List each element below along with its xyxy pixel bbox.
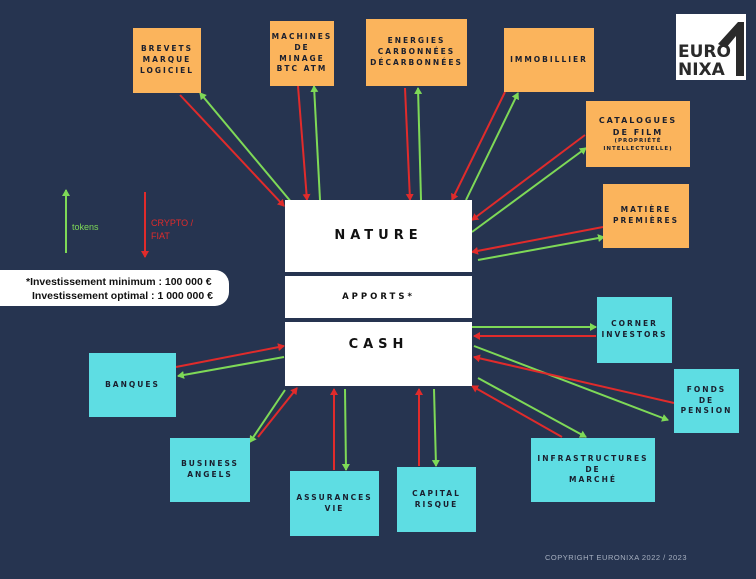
cash-box: CASH — [285, 322, 472, 386]
arrow-banques-red — [175, 343, 285, 368]
machines-label: MACHINES DE MINAGE BTC ATM — [271, 31, 333, 74]
arrow-catalogues-red — [471, 134, 586, 221]
arrow-immobilier-green — [465, 92, 519, 201]
corner-investors-label: CORNER INVESTORS — [601, 319, 668, 339]
arrow-fonds-green — [473, 345, 669, 422]
brevets-label: BREVETS MARQUE LOGICIEL — [139, 44, 195, 75]
nature-label: NATURE — [334, 227, 423, 243]
brevets-node: BREVETS MARQUE LOGICIEL — [133, 28, 201, 93]
cash-label: CASH — [348, 337, 409, 352]
investment-minimum: *Investissement minimum : 100 000 € — [26, 276, 212, 288]
infrastructures-label: INFRASTRUCTURES DE MARCHÉ — [537, 453, 649, 485]
logo-text-top: EURO — [678, 42, 731, 62]
legend-tokens-label: tokens — [72, 222, 99, 232]
business-angels-node: BUSINESS ANGELS — [170, 438, 250, 502]
assurances-node: ASSURANCES VIE — [290, 471, 379, 536]
arrow-matiere-green — [477, 234, 605, 261]
fonds-pension-label: FONDS DE PENSION — [680, 384, 733, 416]
fonds-pension-node: FONDS DE PENSION — [674, 369, 739, 433]
infrastructures-node: INFRASTRUCTURES DE MARCHÉ — [531, 438, 655, 502]
arrow-matiere-red — [471, 226, 604, 255]
arrow-infra-green — [477, 377, 587, 438]
energies-node: ENERGIES CARBONNÉES DÉCARBONNÉES — [366, 19, 467, 86]
assurances-label: ASSURANCES VIE — [296, 492, 373, 513]
nature-box: NATURE — [285, 200, 472, 272]
arrow-assurances-green — [341, 388, 350, 471]
matiere-label: MATIÈRE PREMIÈRES — [612, 205, 680, 225]
apports-box: APPORTS* — [285, 276, 472, 318]
immobilier-node: IMMOBILLIER — [504, 28, 594, 92]
euronixa-logo: EURO NIXA — [676, 14, 746, 80]
corner-investors-node: CORNER INVESTORS — [597, 297, 672, 363]
catalogues-sublabel: (PROPRIÉTÉ INTELLECTUELLE) — [603, 138, 673, 152]
arrow-capital-green — [431, 388, 440, 467]
apports-label: APPORTS* — [342, 291, 415, 302]
energies-label: ENERGIES CARBONNÉES DÉCARBONNÉES — [370, 36, 463, 67]
capital-risque-node: CAPITAL RISQUE — [397, 467, 476, 532]
arrow-machines-green — [310, 85, 321, 201]
arrow-catalogues-green — [471, 147, 587, 233]
arrow-brevets-red — [179, 94, 285, 207]
immobilier-label: IMMOBILLIER — [510, 54, 588, 64]
banques-node: BANQUES — [89, 353, 176, 417]
arrow-energies-red — [404, 87, 414, 201]
arrow-fonds-red — [473, 354, 675, 404]
business-angels-label: BUSINESS ANGELS — [181, 459, 239, 479]
arrow-machines-red — [297, 85, 311, 201]
arrow-brevets-green — [199, 92, 293, 204]
investment-note: *Investissement minimum : 100 000 € Inve… — [0, 270, 229, 306]
catalogues-node: CATALOGUES DE FILM (PROPRIÉTÉ INTELLECTU… — [586, 101, 690, 167]
arrow-infra-red — [471, 385, 563, 438]
arrow-immobilier-red — [451, 91, 506, 201]
investment-optimal: Investissement optimal : 1 000 000 € — [32, 290, 213, 303]
copyright-text: COPYRIGHT EURONIXA 2022 / 2023 — [545, 553, 687, 562]
banques-label: BANQUES — [105, 379, 160, 389]
matiere-node: MATIÈRE PREMIÈRES — [603, 184, 689, 248]
legend-crypto-label: CRYPTO / FIAT — [151, 218, 194, 241]
capital-risque-label: CAPITAL RISQUE — [412, 488, 461, 509]
logo-text-bottom: NIXA — [678, 60, 725, 80]
catalogues-label: CATALOGUES DE FILM — [598, 116, 678, 137]
arrow-energies-green — [414, 87, 423, 201]
machines-node: MACHINES DE MINAGE BTC ATM — [270, 21, 334, 86]
arrow-business-green — [249, 389, 286, 443]
arrow-banques-green — [177, 356, 285, 379]
logo-mark-icon — [718, 22, 744, 76]
arrow-business-red — [257, 387, 298, 438]
